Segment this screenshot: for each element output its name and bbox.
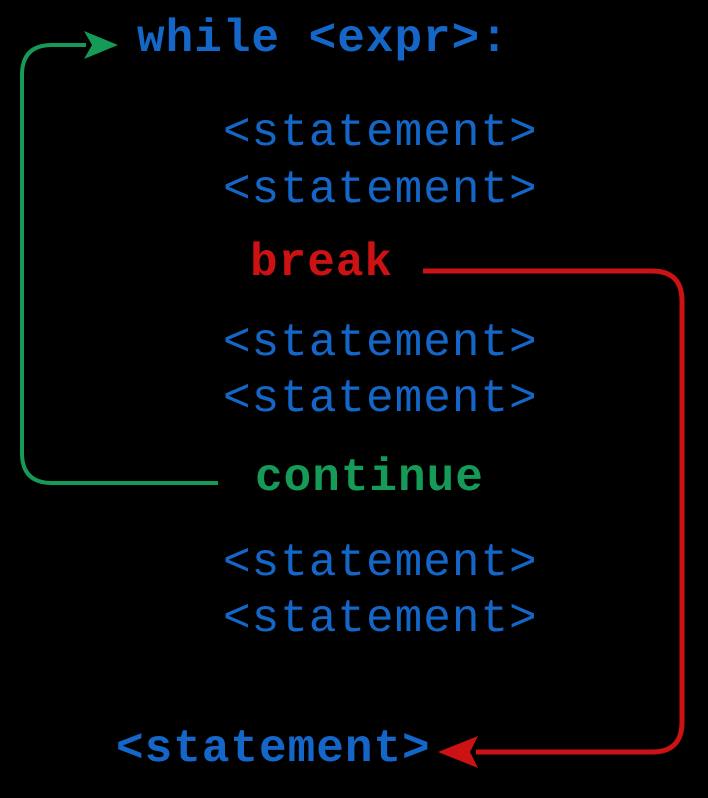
statement-line-4: <statement> [223,373,538,425]
arrow-left-icon [438,736,478,768]
break-keyword: break [250,237,394,289]
after-loop-statement: <statement> [116,723,431,775]
while-header: while <expr>: [137,13,509,65]
statement-line-5: <statement> [223,537,538,589]
statement-line-2: <statement> [223,164,538,216]
statement-line-6: <statement> [223,593,538,645]
continue-keyword: continue [255,452,484,504]
statement-line-1: <statement> [223,107,538,159]
arrow-right-icon [84,31,118,59]
statement-line-3: <statement> [223,317,538,369]
break-flow-line [423,268,685,755]
continue-flow-line [20,43,218,485]
